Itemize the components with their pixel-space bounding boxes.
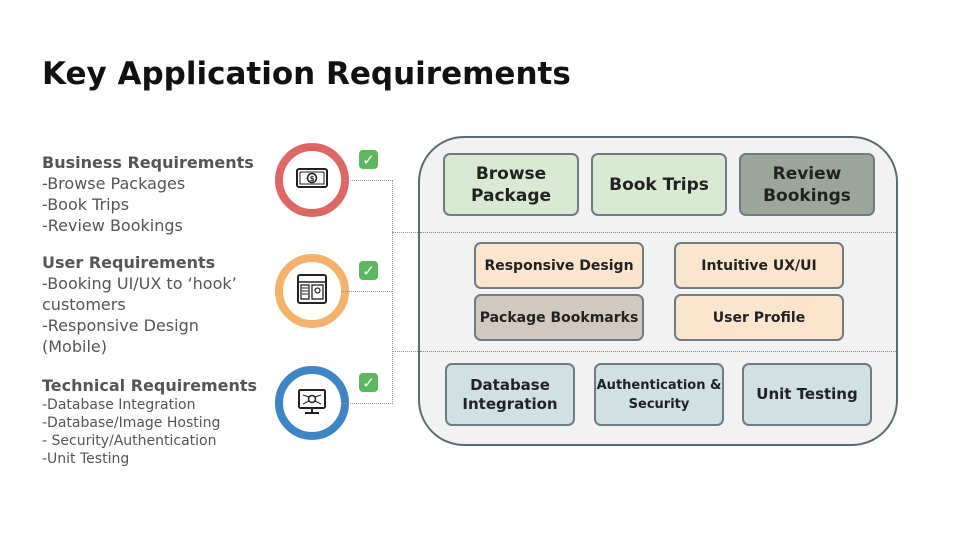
panel-divider [420,232,896,233]
business-requirements: Business Requirements -Browse Packages -… [42,152,254,236]
page-title: Key Application Requirements [42,56,571,92]
technical-item: - Security/Authentication [42,433,217,449]
check-icon: ✓ [359,261,378,280]
feature-book-trips: Book Trips [591,153,727,216]
user-circle [275,254,349,328]
technical-circle [275,366,349,440]
technical-item: -Database/Image Hosting [42,415,221,431]
connector-line [392,232,420,233]
business-item: -Review Bookings [42,216,183,235]
user-heading: User Requirements [42,253,216,272]
user-item: -Booking UI/UX to ‘hook’ customers [42,274,237,314]
svg-text:$: $ [310,175,315,183]
ui-ux-icon [295,272,329,310]
feature-intuitive-ux-ui: Intuitive UX/UI [674,242,844,289]
computer-network-icon [295,384,329,422]
business-item: -Book Trips [42,195,130,214]
panel-divider [420,351,896,352]
check-icon: ✓ [359,150,378,169]
business-heading: Business Requirements [42,153,254,172]
money-icon: $ [295,165,329,195]
user-requirements: User Requirements -Booking UI/UX to ‘hoo… [42,252,282,357]
technical-item: -Unit Testing [42,451,130,467]
technical-requirements: Technical Requirements -Database Integra… [42,375,257,468]
business-item: -Browse Packages [42,174,186,193]
feature-authentication-security: Authentication & Security [594,363,724,426]
connector-line [341,291,392,292]
check-icon: ✓ [359,373,378,392]
feature-browse-package: Browse Package [443,153,579,216]
feature-package-bookmarks: Package Bookmarks [474,294,644,341]
user-item: -Responsive Design (Mobile) [42,316,199,356]
business-circle: $ [275,143,349,217]
feature-unit-testing: Unit Testing [742,363,872,426]
technical-item: -Database Integration [42,397,196,413]
feature-responsive-design: Responsive Design [474,242,644,289]
feature-review-bookings: Review Bookings [739,153,875,216]
feature-database-integration: Database Integration [445,363,575,426]
connector-line [392,351,420,352]
connector-line [341,180,393,404]
technical-heading: Technical Requirements [42,376,258,395]
feature-user-profile: User Profile [674,294,844,341]
